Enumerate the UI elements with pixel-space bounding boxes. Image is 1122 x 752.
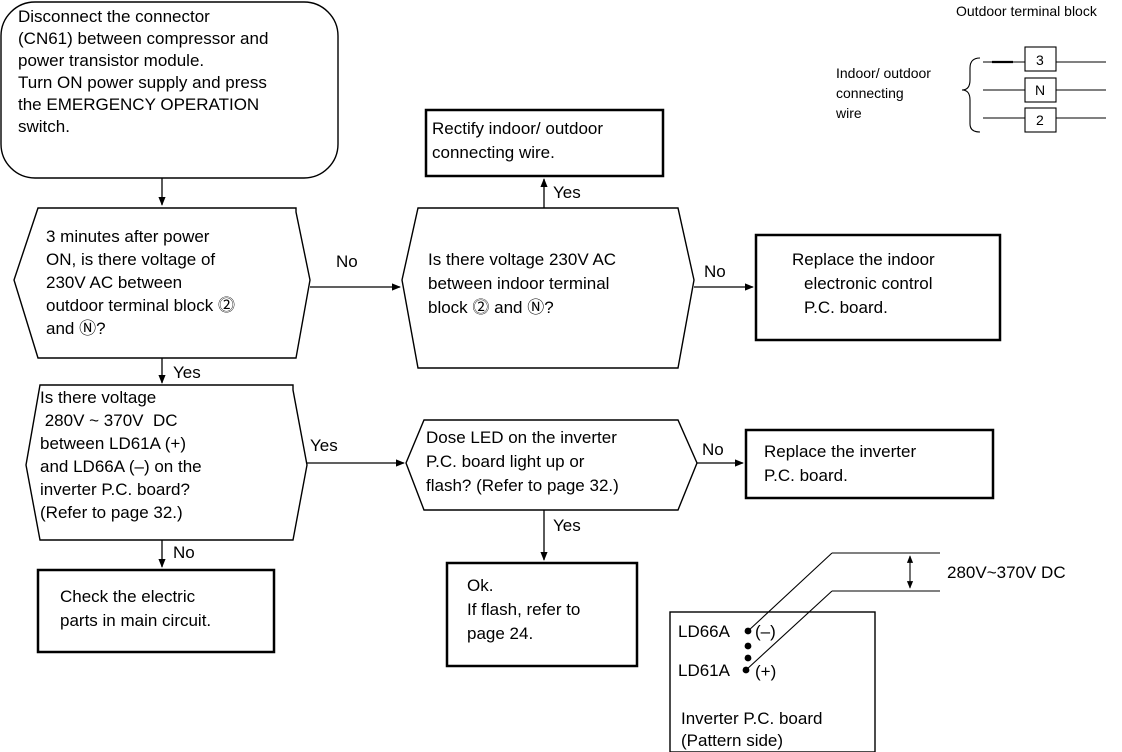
start-line: (CN61) between compressor and — [18, 29, 269, 48]
check-parts-line: parts in main circuit. — [60, 611, 212, 630]
decision-outdoor-voltage — [13, 207, 311, 359]
ok-line: Ok. — [467, 576, 494, 595]
rectify-box — [424, 108, 665, 178]
lead-neg — [747, 552, 833, 632]
check-parts-box — [36, 568, 276, 654]
q-dc-line: (Refer to page 32.) — [40, 503, 183, 522]
edge-label-no: No — [173, 543, 195, 562]
pcb-dot — [744, 654, 752, 662]
label-ld61a: LD61A — [678, 661, 730, 680]
rectify-line: Rectify indoor/ outdoor — [432, 119, 604, 138]
pcb-board — [669, 611, 876, 752]
start-line: the EMERGENCY OPERATION — [18, 95, 260, 114]
terminal-3-label: 3 — [1036, 52, 1044, 68]
q-outdoor-line: outdoor terminal block ⓶ — [46, 296, 235, 315]
lead-pos — [745, 590, 833, 671]
label-pos-sign: (+) — [755, 662, 777, 681]
q-outdoor-line: ON, is there voltage of — [46, 250, 216, 269]
replace-indoor-box — [754, 233, 1002, 342]
q-dc-line: and LD66A (–) on the — [40, 457, 202, 476]
pcb-diagram — [669, 552, 940, 752]
edge-label-yes: Yes — [553, 183, 581, 202]
q-indoor-line: block ⓶ and Ⓝ? — [428, 298, 554, 317]
edge-label-yes: Yes — [173, 363, 201, 382]
label-ld66a: LD66A — [678, 622, 730, 641]
terminal-2-label: 2 — [1036, 112, 1044, 128]
terminal-wire-label: wire — [836, 105, 862, 121]
start-line: power transistor module. — [18, 51, 205, 70]
edge-label-no: No — [704, 262, 726, 281]
check-parts-line: Check the electric — [60, 587, 196, 606]
q-indoor-line: between indoor terminal — [428, 274, 610, 293]
terminal-2 — [1024, 107, 1057, 133]
point-ld61a — [742, 666, 750, 674]
terminal-wire-label: connecting — [836, 85, 904, 101]
q-dc-line: 280V ~ 370V DC — [40, 411, 178, 430]
ok-line: page 24. — [467, 624, 534, 643]
replace-indoor-line: electronic control — [804, 274, 933, 293]
q-outdoor-line: 230V AC between — [46, 273, 183, 292]
pcb-caption: (Pattern side) — [681, 731, 784, 750]
edge-label-yes: Yes — [553, 516, 581, 535]
start-box — [0, 1, 339, 179]
terminal-3 — [1024, 46, 1057, 72]
start-line: Turn ON power supply and press — [18, 73, 267, 92]
pcb-caption: Inverter P.C. board — [681, 709, 823, 728]
terminal-wire-label: Indoor/ outdoor — [836, 65, 931, 81]
q-outdoor-line: and Ⓝ? — [46, 319, 106, 338]
q-outdoor-line: 3 minutes after power — [46, 227, 210, 246]
replace-inverter-box — [744, 428, 995, 500]
q-led-line: P.C. board light up or — [426, 452, 585, 471]
ok-box — [445, 561, 639, 668]
edge-label-no: No — [702, 440, 724, 459]
label-neg-sign: (–) — [755, 622, 776, 641]
q-led-line: flash? (Refer to page 32.) — [426, 476, 619, 495]
point-ld66a — [744, 627, 752, 635]
terminal-block-diagram — [961, 46, 1106, 133]
terminal-n-label: N — [1035, 82, 1046, 98]
q-dc-line: Is there voltage — [40, 388, 157, 407]
decision-indoor-voltage — [401, 207, 695, 369]
replace-indoor-line: Replace the indoor — [792, 250, 935, 269]
start-line: Disconnect the connector — [18, 7, 210, 26]
decision-led — [405, 419, 698, 511]
q-dc-line: between LD61A (+) — [40, 434, 187, 453]
wire-brace — [961, 57, 981, 133]
terminal-block-title: Outdoor terminal block — [956, 3, 1097, 19]
edge-label-yes: Yes — [310, 436, 338, 455]
replace-inverter-line: Replace the inverter — [764, 442, 917, 461]
pcb-voltage-label: 280V~370V DC — [947, 563, 1066, 582]
replace-indoor-line: P.C. board. — [804, 298, 888, 317]
q-indoor-line: Is there voltage 230V AC — [428, 250, 617, 269]
edge-label-no: No — [336, 252, 358, 271]
replace-inverter-line: P.C. board. — [764, 466, 848, 485]
start-line: switch. — [18, 117, 70, 136]
q-dc-line: inverter P.C. board? — [40, 480, 190, 499]
decision-dc-voltage — [25, 384, 308, 541]
q-led-line: Dose LED on the inverter — [426, 428, 617, 447]
ok-line: If flash, refer to — [467, 600, 581, 619]
pcb-dot — [744, 642, 752, 650]
rectify-line: connecting wire. — [432, 143, 555, 162]
